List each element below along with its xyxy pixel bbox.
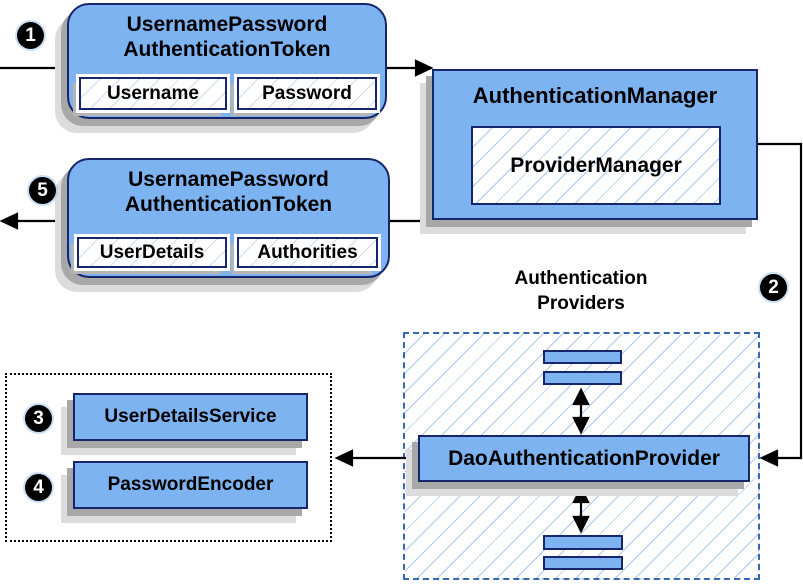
- provider-placeholder-rect-3: [543, 535, 623, 550]
- token-request-title: UsernamePassword AuthenticationToken: [69, 12, 385, 62]
- authentication-providers-label: Authentication Providers: [456, 266, 706, 316]
- token-response-title-line1: UsernamePassword: [128, 168, 329, 191]
- authentication-providers-label-line1: Authentication: [514, 268, 648, 289]
- arrowhead-step2: [759, 449, 779, 467]
- provider-placeholder-rect-1: [543, 350, 622, 364]
- double-arrow-bottom-down-head: [572, 515, 590, 534]
- arrowhead-step1: [414, 59, 434, 77]
- dao-authentication-provider-box: DaoAuthenticationProvider: [418, 435, 750, 482]
- step-5-badge: 5: [29, 177, 56, 204]
- arrowhead-step5: [0, 212, 19, 230]
- double-arrow-top-down-head: [572, 416, 590, 435]
- authentication-providers-label-line2: Providers: [537, 293, 625, 314]
- arrowhead-services: [334, 449, 354, 467]
- arrow-line-step2: [758, 142, 803, 460]
- provider-manager-box: ProviderManager: [471, 126, 721, 205]
- authentication-manager-box: AuthenticationManager ProviderManager: [432, 69, 758, 220]
- provider-placeholder-rect-4: [543, 556, 623, 570]
- password-field-box: Password: [237, 77, 377, 110]
- username-password-token-response-box: UsernamePassword AuthenticationToken Use…: [67, 158, 390, 278]
- double-arrow-bottom-up-head: [572, 485, 590, 504]
- token-response-title: UsernamePassword AuthenticationToken: [69, 167, 388, 217]
- double-arrow-top-up-head: [572, 387, 590, 406]
- userdetails-field-box: UserDetails: [77, 237, 227, 268]
- token-response-title-line2: AuthenticationToken: [124, 193, 333, 216]
- step-2-badge: 2: [760, 274, 787, 301]
- username-password-token-request-box: UsernamePassword AuthenticationToken Use…: [67, 3, 387, 119]
- provider-placeholder-rect-2: [543, 371, 622, 385]
- token-request-title-line1: UsernamePassword: [126, 13, 328, 36]
- token-request-title-line2: AuthenticationToken: [123, 38, 331, 61]
- password-encoder-box: PasswordEncoder: [73, 461, 308, 509]
- authentication-manager-title: AuthenticationManager: [472, 83, 718, 108]
- username-field-box: Username: [79, 77, 227, 110]
- step-3-badge: 3: [25, 405, 52, 432]
- step-1-badge: 1: [17, 22, 44, 49]
- step-4-badge: 4: [25, 474, 52, 501]
- authorities-field-box: Authorities: [237, 237, 378, 268]
- user-details-service-box: UserDetailsService: [73, 393, 308, 441]
